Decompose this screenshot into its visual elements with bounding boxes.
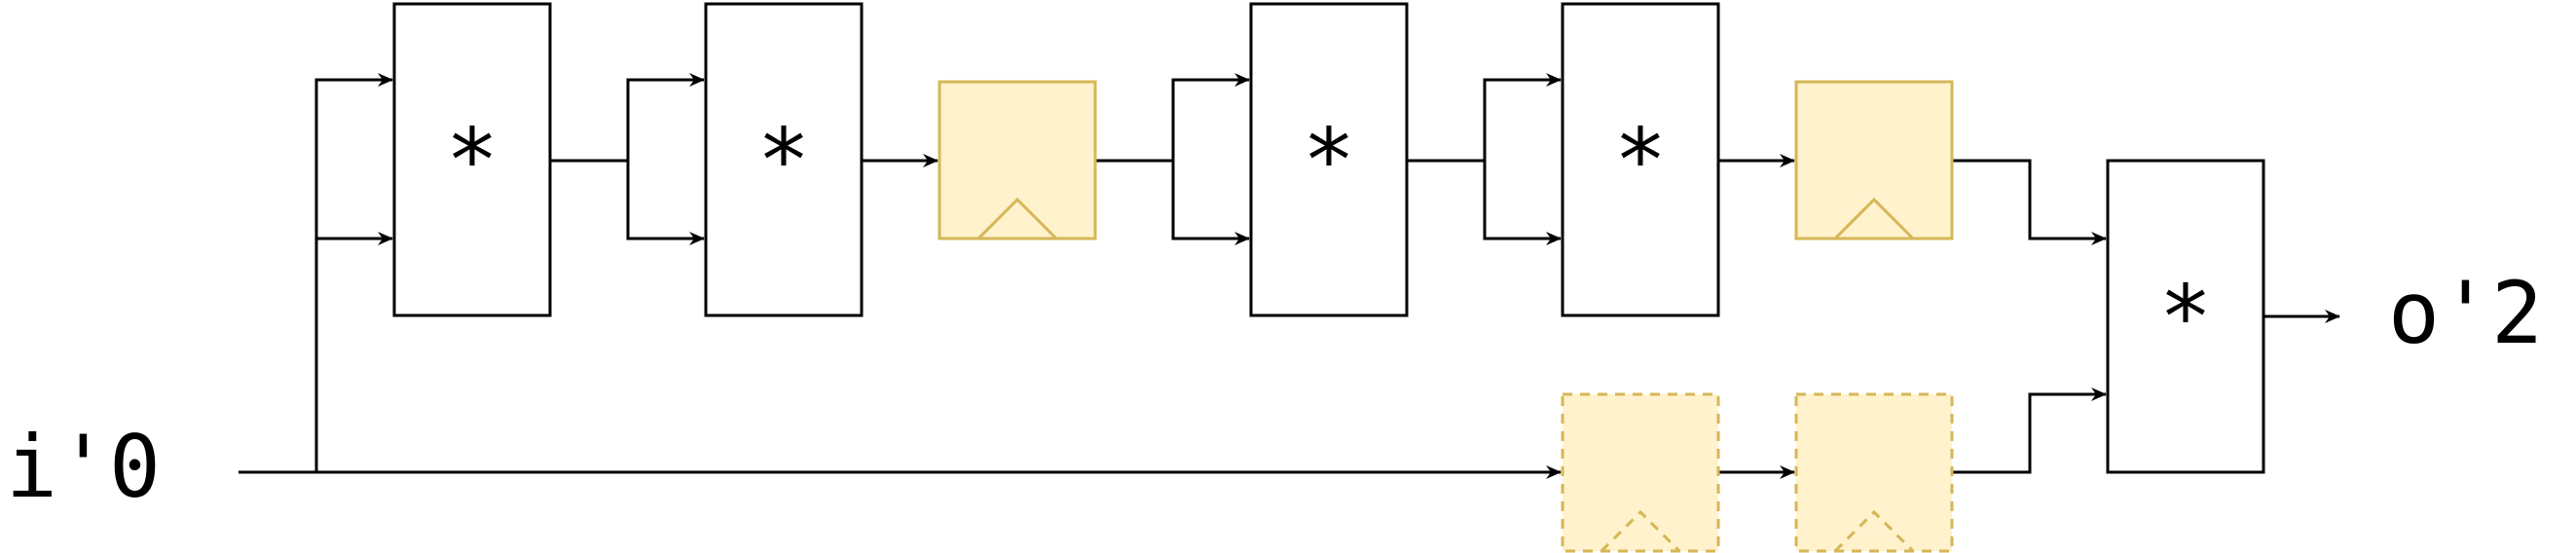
register-1	[938, 80, 1097, 240]
multiplier-5: *	[2106, 159, 2265, 474]
wires	[239, 73, 2340, 479]
multiplier-1-label: *	[446, 110, 498, 212]
multiplier-3-box	[1249, 2, 1409, 317]
multiplier-1-box	[392, 2, 552, 317]
wire-mul1-to-mul2-bottom	[626, 161, 705, 245]
delay-register-2-clock-icon	[1833, 509, 1915, 553]
input-label: i'0	[6, 417, 161, 517]
multiplier-5-label: *	[2159, 267, 2212, 369]
output-label: o'2	[2388, 263, 2543, 363]
multiplier-4: *	[1561, 2, 1720, 317]
delay-register-1-clock-icon	[1600, 509, 1681, 553]
delay-register-2	[1794, 392, 1954, 553]
multiplier-3: *	[1249, 2, 1409, 317]
multiplier-2-label: *	[757, 110, 810, 212]
multiplier-4-label: *	[1614, 110, 1667, 212]
wire-input-to-mul1-top	[314, 73, 393, 472]
delay-register-1	[1561, 392, 1720, 553]
wire-reg1-to-mul3-bottom	[1171, 161, 1250, 245]
register-2-box	[1794, 80, 1954, 240]
wire-mul1-to-mul2-top	[550, 73, 705, 163]
register-1-clock-icon	[976, 197, 1058, 240]
wire-mul3-to-mul4-bottom	[1483, 161, 1562, 245]
wire-reg1-to-mul3-top	[1095, 73, 1250, 163]
register-2-clock-icon	[1833, 197, 1915, 240]
multiplier-1: *	[392, 2, 552, 317]
wire-reg2-to-mul5-top	[1952, 159, 2107, 245]
multiplier-4-box	[1561, 2, 1720, 317]
multiplier-3-label: *	[1303, 110, 1355, 212]
multiplier-2-box	[704, 2, 864, 317]
register-1-box	[938, 80, 1097, 240]
delay-register-2-box	[1794, 392, 1954, 553]
wire-delay2-to-mul5-bottom	[1952, 387, 2107, 474]
register-2	[1794, 80, 1954, 240]
multiplier-5-box	[2106, 159, 2265, 474]
wire-mul3-to-mul4-top	[1407, 73, 1562, 163]
delay-register-1-box	[1561, 392, 1720, 553]
multiplier-2: *	[704, 2, 864, 317]
